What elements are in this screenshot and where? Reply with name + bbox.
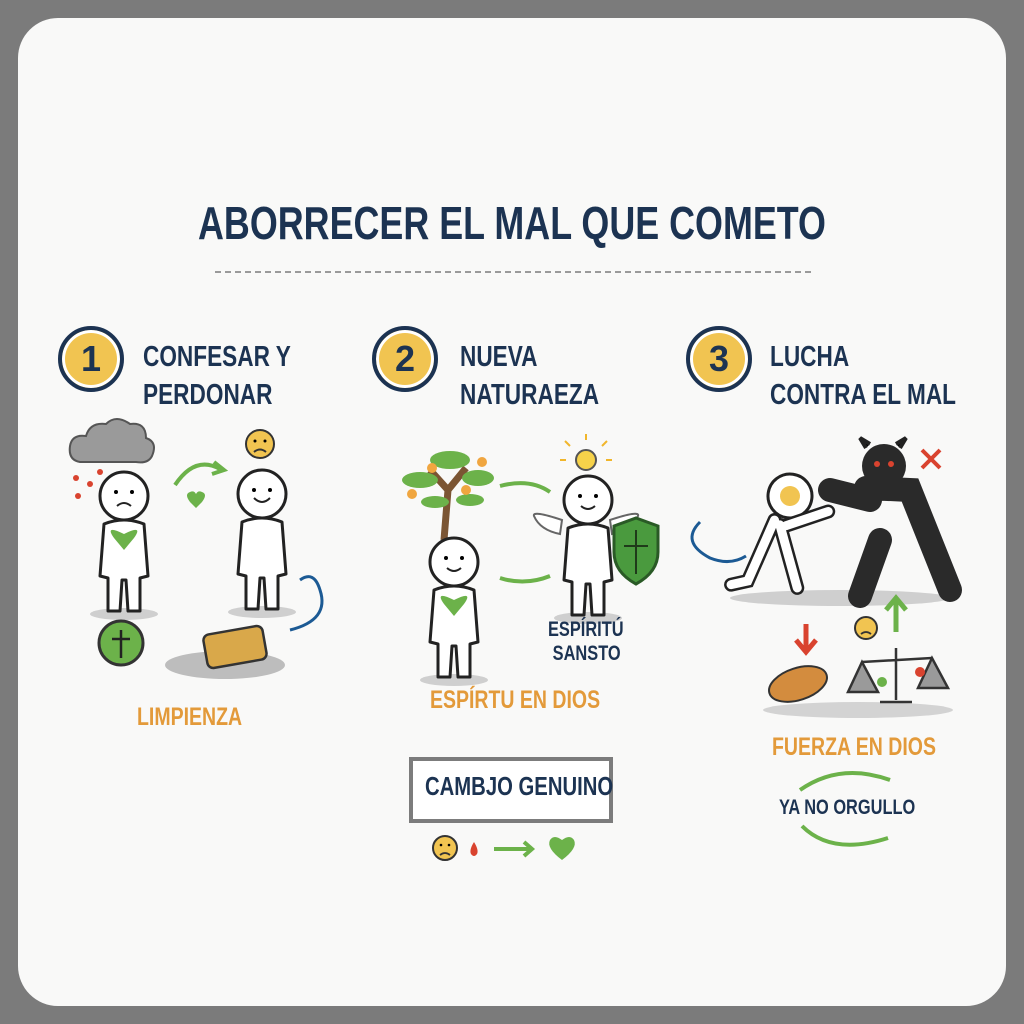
shield-icon <box>612 516 660 586</box>
sad-face-icon <box>432 835 458 861</box>
step-2-label: ESPÍRTU EN DIOS <box>430 686 601 714</box>
step-2-heading-line1: NUEVA <box>460 341 538 373</box>
new-nature-person-figure <box>418 536 490 688</box>
happy-person-figure <box>226 468 298 620</box>
cycle-arrow-top-icon <box>798 770 891 792</box>
balance-scale-icon <box>846 648 951 704</box>
lightbulb-icon <box>560 434 612 471</box>
arrow-right-icon <box>499 481 552 494</box>
teardrop-icon <box>470 842 478 856</box>
tree-icon <box>402 451 494 541</box>
arrow-icon <box>173 462 221 487</box>
curved-arrow-icon <box>690 520 747 563</box>
step-2-heading-line2: NATURAEZA <box>460 379 600 411</box>
arrow-left-icon <box>499 574 551 584</box>
sad-face-icon <box>245 429 275 459</box>
step-3-label: FUERZA EN DIOS <box>772 733 936 761</box>
genuine-change-box <box>409 757 613 823</box>
step-3-cycle-label: YA NO ORGULLO <box>779 796 916 819</box>
infographic-card <box>18 18 1006 1006</box>
close-x-icon <box>920 448 942 470</box>
bread-icon <box>768 665 828 703</box>
angel-person-figure <box>552 474 624 626</box>
step-1-label: LIMPIENZA <box>137 703 243 731</box>
step-2-sublabel-line1: ESPÍRITÚ <box>548 618 624 641</box>
cycle-arrow-bottom-icon <box>800 824 889 847</box>
heart-icon <box>549 837 575 860</box>
step-1-heading: CONFESAR Y PERDONAR <box>143 338 291 414</box>
step-2-number: 2 <box>372 326 438 392</box>
step-3-heading: LUCHA CONTRA EL MAL <box>770 338 956 414</box>
step-1-number: 1 <box>58 326 124 392</box>
genuine-change-label: CAMBJO GENUINO <box>425 771 614 801</box>
step-3-number: 3 <box>686 326 752 392</box>
step-3-heading-line2: CONTRA EL MAL <box>770 379 956 411</box>
heart-icon <box>187 491 205 508</box>
loop-arrow-icon <box>289 575 324 632</box>
step-3-heading-line1: LUCHA <box>770 341 850 373</box>
step-2-sublabel-line2: SANSTO <box>552 642 621 665</box>
devil-figure <box>818 436 962 608</box>
cross-badge-icon <box>97 619 145 667</box>
sad-person-figure <box>88 470 160 622</box>
arrow-right-icon <box>494 840 536 858</box>
title-divider <box>215 271 811 273</box>
sad-face-icon <box>854 616 878 640</box>
struggling-person-figure <box>724 472 836 595</box>
step-2-heading: NUEVA NATURAEZA <box>460 338 599 414</box>
cleaning-sponge-icon <box>165 624 285 679</box>
arrow-up-icon <box>884 594 908 632</box>
arrow-down-icon <box>794 624 818 656</box>
rain-cloud-icon <box>68 418 155 499</box>
step-1-heading-line2: PERDONAR <box>143 379 273 411</box>
step-1-heading-line1: CONFESAR Y <box>143 341 291 373</box>
page-title: ABORRECER EL MAL QUE COMETO <box>198 197 826 249</box>
